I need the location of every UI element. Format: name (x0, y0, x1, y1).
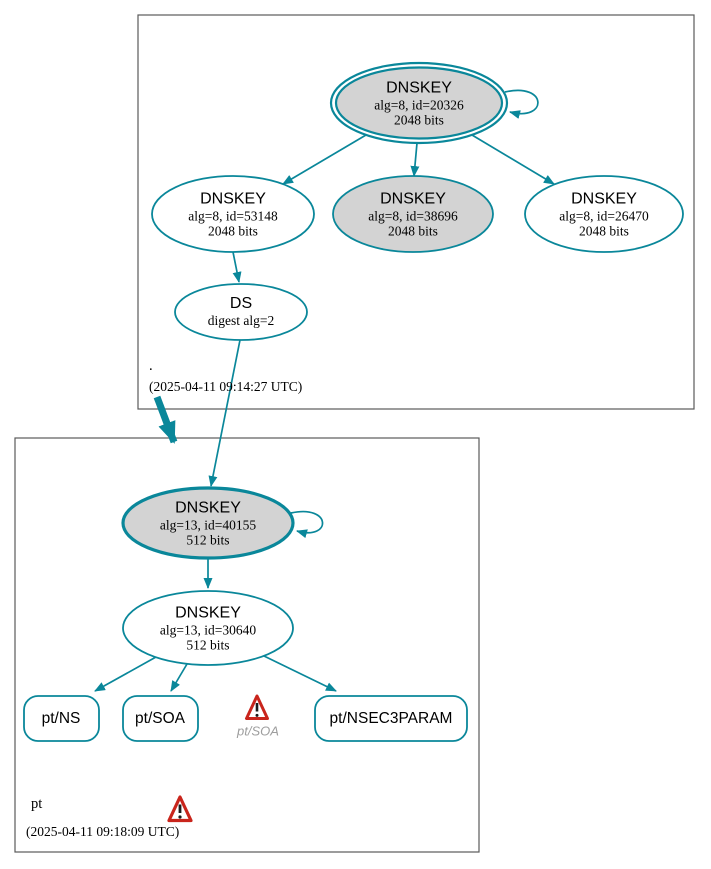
node-pt-nsec3param-label: pt/NSEC3PARAM (329, 710, 453, 727)
edge-ds-to-pt-ksk (208, 339, 241, 487)
root-zone-cluster-box (137, 14, 695, 410)
warning-icon (167, 795, 193, 823)
pt-zone-cluster-box (14, 437, 480, 853)
node-root-zsk-38696-ellipse (332, 175, 494, 253)
edge-pt-zsk-to-nsec3param (263, 655, 337, 692)
node-root-ds-parent-ellipse (524, 175, 684, 253)
node-root-ksk-ellipse (334, 66, 504, 140)
node-pt-ns-box (23, 695, 100, 742)
edge-zsk-53148-to-ds (232, 251, 242, 283)
node-pt-soa-label: pt/SOA (135, 710, 185, 727)
edge-root-ksk-to-zsk-26470 (471, 134, 555, 185)
edge-delegation-root-to-pt (153, 395, 178, 444)
node-root-zsk-53148-ellipse (151, 175, 315, 253)
node-pt-nsec3param-box (314, 695, 468, 742)
root-zone-timestamp: (2025-04-11 09:14:27 UTC) (149, 379, 303, 394)
node-pt-ns-label: pt/NS (41, 710, 81, 727)
pt-zone-label: pt (31, 796, 43, 812)
warning-icon (245, 694, 269, 720)
node-pt-soa-box (122, 695, 199, 742)
node-pt-soa-warning-label: pt/SOA (237, 723, 279, 739)
edge-root-ksk-to-zsk-38696 (410, 142, 420, 177)
edge-pt-zsk-to-ns (94, 656, 157, 692)
pt-zone-timestamp: (2025-04-11 09:18:09 UTC) (26, 824, 180, 839)
edge-root-ksk-self-loop (504, 89, 539, 119)
edge-pt-zsk-to-soa (170, 663, 188, 692)
node-pt-ksk-ellipse (121, 486, 295, 560)
node-ds-ellipse (174, 283, 308, 341)
edge-pt-ksk-self-loop (290, 510, 324, 539)
root-zone-label: . (149, 358, 153, 374)
node-pt-zsk-ellipse (122, 590, 294, 666)
edge-root-ksk-to-zsk-53148 (282, 134, 367, 185)
